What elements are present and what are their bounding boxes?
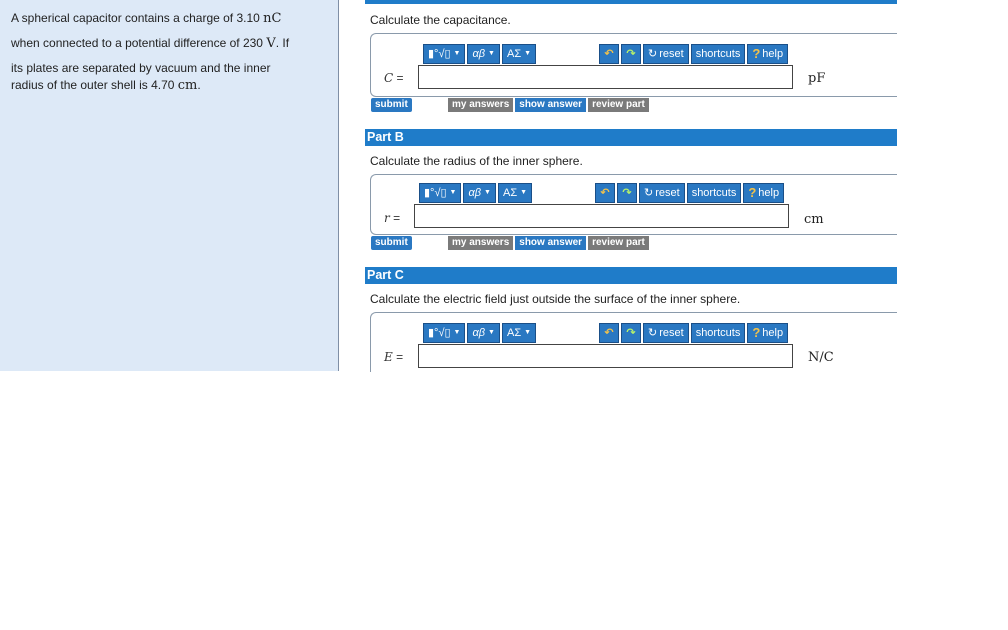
shortcuts-button[interactable]: shortcuts — [686, 183, 742, 203]
chevron-down-icon: ▼ — [520, 189, 528, 196]
part-a-answer-actions: my answers show answer review part — [448, 98, 649, 112]
help-icon: ? — [752, 325, 761, 340]
chevron-down-icon: ▼ — [488, 329, 495, 336]
part-b-unit: cm — [804, 212, 824, 227]
part-b-header[interactable]: Part B — [365, 129, 897, 146]
greek-button[interactable]: αβ▼ — [467, 44, 500, 64]
part-a-review-part-button[interactable]: review part — [588, 98, 649, 112]
chevron-down-icon: ▼ — [488, 50, 495, 57]
part-a-variable-label: C = — [384, 71, 404, 85]
part-c-variable-label: E = — [384, 350, 404, 364]
chevron-down-icon: ▼ — [453, 50, 461, 57]
part-c-answer-input[interactable] — [418, 344, 793, 368]
redo-icon: ↷ — [626, 48, 636, 60]
symbols-button[interactable]: ΑΣ▼ — [501, 323, 537, 343]
help-button[interactable]: ?help — [743, 183, 785, 203]
part-b-answer-input[interactable] — [414, 204, 789, 228]
undo-icon: ↶ — [604, 48, 614, 60]
templates-button[interactable]: ▮°√▯▼ — [423, 323, 466, 343]
part-c-header[interactable]: Part C — [365, 267, 897, 284]
part-a-editor-toolbar-left: ▮°√▯▼ αβ▼ ΑΣ▼ — [423, 44, 537, 64]
reset-icon: ↻ — [648, 327, 658, 339]
problem-line-1: A spherical capacitor contains a charge … — [11, 11, 282, 26]
problem-panel: A spherical capacitor contains a charge … — [0, 0, 339, 371]
part-b-show-answer-button[interactable]: show answer — [515, 236, 587, 250]
chevron-down-icon: ▼ — [524, 50, 532, 57]
reset-button[interactable]: ↻reset — [639, 183, 685, 203]
reset-icon: ↻ — [644, 187, 654, 199]
redo-icon: ↷ — [626, 327, 636, 339]
redo-button[interactable]: ↷ — [617, 183, 637, 203]
part-a-header-bar — [365, 0, 897, 4]
problem-line-4: radius of the outer shell is 4.70 cm. — [11, 78, 201, 93]
shortcuts-button[interactable]: shortcuts — [690, 44, 746, 64]
redo-button[interactable]: ↷ — [621, 44, 641, 64]
part-c-editor-toolbar-left: ▮°√▯▼ αβ▼ ΑΣ▼ — [423, 323, 537, 343]
templates-button[interactable]: ▮°√▯▼ — [419, 183, 462, 203]
shortcuts-button[interactable]: shortcuts — [690, 323, 746, 343]
help-icon: ? — [752, 46, 761, 61]
undo-button[interactable]: ↶ — [599, 323, 619, 343]
undo-icon: ↶ — [600, 187, 610, 199]
reset-button[interactable]: ↻reset — [643, 323, 689, 343]
part-a-editor-toolbar-right: ↶ ↷ ↻reset shortcuts ?help — [599, 44, 789, 64]
part-b-variable-label: r = — [384, 211, 401, 225]
symbols-button[interactable]: ΑΣ▼ — [497, 183, 533, 203]
chevron-down-icon: ▼ — [453, 329, 461, 336]
undo-button[interactable]: ↶ — [599, 44, 619, 64]
reset-icon: ↻ — [648, 48, 658, 60]
part-b-editor-toolbar-left: ▮°√▯▼ αβ▼ ΑΣ▼ — [419, 183, 533, 203]
part-c-question: Calculate the electric field just outsid… — [370, 292, 741, 306]
part-a-answer-input[interactable] — [418, 65, 793, 89]
greek-button[interactable]: αβ▼ — [467, 323, 500, 343]
part-a-submit-row: submit — [371, 98, 412, 112]
redo-button[interactable]: ↷ — [621, 323, 641, 343]
undo-icon: ↶ — [604, 327, 614, 339]
help-icon: ? — [748, 185, 757, 200]
help-button[interactable]: ?help — [747, 323, 789, 343]
problem-line-2: when connected to a potential difference… — [11, 36, 290, 51]
reset-button[interactable]: ↻reset — [643, 44, 689, 64]
chevron-down-icon: ▼ — [524, 329, 532, 336]
problem-line-3: its plates are separated by vacuum and t… — [11, 61, 271, 75]
greek-button[interactable]: αβ▼ — [463, 183, 496, 203]
undo-button[interactable]: ↶ — [595, 183, 615, 203]
part-a-my-answers-button[interactable]: my answers — [448, 98, 514, 112]
blank-area — [0, 372, 1008, 630]
chevron-down-icon: ▼ — [484, 189, 491, 196]
redo-icon: ↷ — [622, 187, 632, 199]
part-b-answer-actions: my answers show answer review part — [448, 236, 649, 250]
part-a-unit: pF — [808, 71, 826, 86]
part-c-editor-toolbar-right: ↶ ↷ ↻reset shortcuts ?help — [599, 323, 789, 343]
part-c-unit: N/C — [808, 350, 834, 365]
part-a-question: Calculate the capacitance. — [370, 13, 511, 27]
part-b-question: Calculate the radius of the inner sphere… — [370, 154, 583, 168]
templates-button[interactable]: ▮°√▯▼ — [423, 44, 466, 64]
part-b-my-answers-button[interactable]: my answers — [448, 236, 514, 250]
symbols-button[interactable]: ΑΣ▼ — [501, 44, 537, 64]
part-b-submit-row: submit — [371, 236, 412, 250]
help-button[interactable]: ?help — [747, 44, 789, 64]
chevron-down-icon: ▼ — [449, 189, 457, 196]
part-a-show-answer-button[interactable]: show answer — [515, 98, 587, 112]
part-b-review-part-button[interactable]: review part — [588, 236, 649, 250]
part-a-submit-button[interactable]: submit — [371, 98, 412, 112]
part-b-editor-toolbar-right: ↶ ↷ ↻reset shortcuts ?help — [595, 183, 785, 203]
part-b-submit-button[interactable]: submit — [371, 236, 412, 250]
